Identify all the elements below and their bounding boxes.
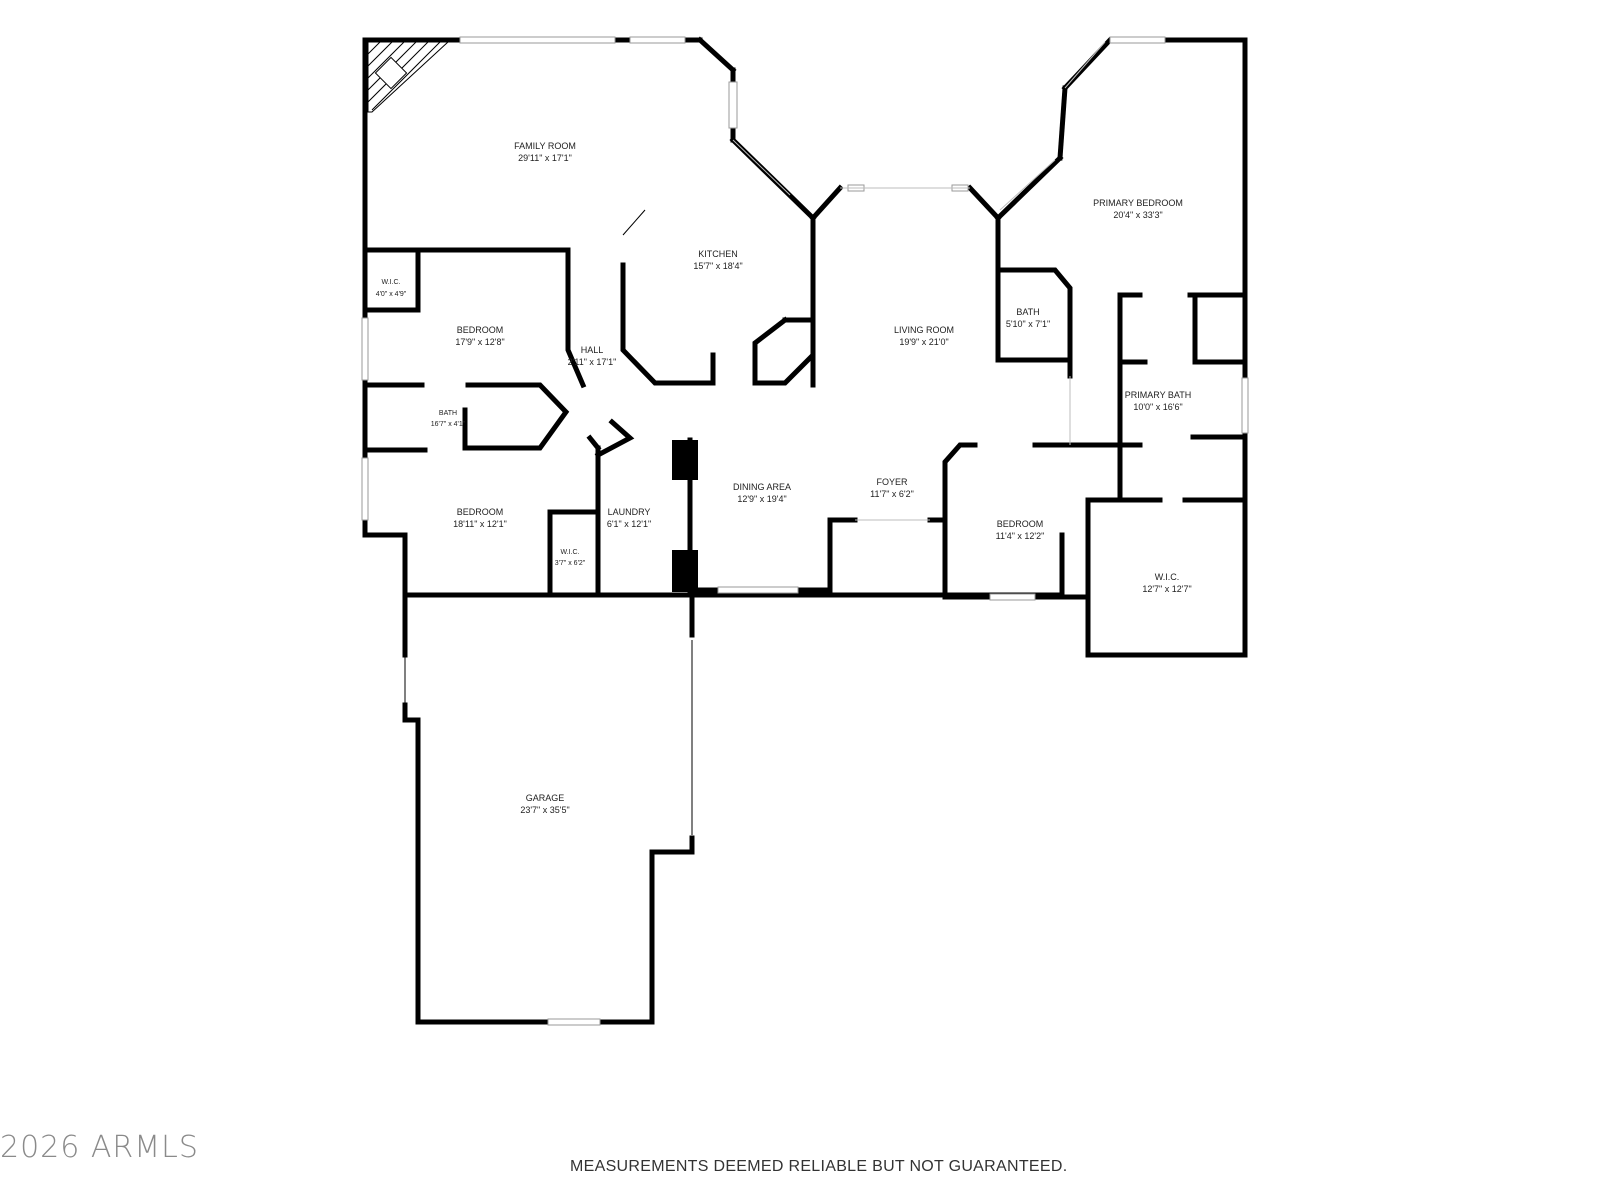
room-label-family-room: FAMILY ROOM 29'11" x 17'1"	[514, 141, 576, 163]
room-label-living-room: LIVING ROOM 19'9" x 21'0"	[894, 325, 954, 347]
room-dims: 20'4" x 33'3"	[1113, 210, 1162, 220]
room-dims: 6'1" x 12'1"	[607, 519, 651, 529]
room-name: HALL	[581, 345, 604, 355]
room-name: BEDROOM	[457, 325, 504, 335]
room-name: BEDROOM	[457, 507, 504, 517]
room-name: PRIMARY BATH	[1125, 390, 1192, 400]
room-name: KITCHEN	[698, 249, 738, 259]
room-label-hall: HALL 2'11" x 17'1"	[568, 345, 617, 367]
room-dims: 11'4" x 12'2"	[996, 531, 1045, 541]
room-label-bath-hall: BATH 16'7" x 4'1"	[431, 410, 466, 428]
room-name: BATH	[1016, 307, 1039, 317]
room-dims: 23'7" x 35'5"	[520, 805, 569, 815]
room-name: DINING AREA	[733, 482, 791, 492]
room-label-laundry: LAUNDRY 6'1" x 12'1"	[607, 507, 651, 529]
room-label-bath-primary-small: BATH 5'10" x 7'1"	[1006, 307, 1050, 329]
room-dims: 12'9" x 19'4"	[737, 494, 786, 504]
room-label-primary-bedroom: PRIMARY BEDROOM 20'4" x 33'3"	[1093, 198, 1183, 220]
room-label-bedroom-3: BEDROOM 11'4" x 12'2"	[996, 519, 1045, 541]
room-dims: 12'7" x 12'7"	[1142, 584, 1191, 594]
room-dims: 29'11" x 17'1"	[518, 153, 572, 163]
windows	[361, 36, 1249, 1026]
room-dims: 16'7" x 4'1"	[431, 421, 466, 428]
room-name: W.I.C.	[381, 279, 400, 286]
room-name: W.I.C.	[560, 549, 579, 556]
interior-walls	[362, 209, 816, 598]
room-label-foyer: FOYER 11'7" x 6'2"	[870, 477, 914, 499]
watermark: 2026 ARMLS	[0, 1130, 199, 1165]
room-name: W.I.C.	[1155, 572, 1180, 582]
cabinet-block	[672, 550, 698, 592]
room-dims: 11'7" x 6'2"	[870, 489, 914, 499]
room-name: FOYER	[876, 477, 908, 487]
room-name: FAMILY ROOM	[514, 141, 576, 151]
fireplace-icon	[367, 41, 450, 113]
room-label-dining-area: DINING AREA 12'9" x 19'4"	[733, 482, 791, 504]
room-dims: 2'11" x 17'1"	[568, 357, 617, 367]
room-label-bedroom-1: BEDROOM 17'9" x 12'8"	[455, 325, 504, 347]
room-name: LAUNDRY	[608, 507, 651, 517]
room-dims: 3'7" x 6'2"	[555, 560, 586, 567]
room-name: GARAGE	[526, 793, 565, 803]
room-label-primary-wic: W.I.C. 12'7" x 12'7"	[1142, 572, 1191, 594]
garage-walls	[402, 592, 695, 1025]
room-label-kitchen: KITCHEN 15'7" x 18'4"	[693, 249, 742, 271]
room-dims: 19'9" x 21'0"	[899, 337, 948, 347]
room-dims: 4'0" x 4'9"	[376, 291, 407, 298]
room-dims: 10'0" x 16'6"	[1133, 402, 1182, 412]
room-name: PRIMARY BEDROOM	[1093, 198, 1183, 208]
room-name: BEDROOM	[997, 519, 1044, 529]
room-label-garage: GARAGE 23'7" x 35'5"	[520, 793, 569, 815]
room-dims: 17'9" x 12'8"	[455, 337, 504, 347]
room-name: BATH	[439, 410, 457, 417]
room-label-wic-bedroom-2: W.I.C. 3'7" x 6'2"	[555, 549, 586, 567]
room-dims: 18'11" x 12'1"	[453, 519, 507, 529]
room-label-wic-small: W.I.C. 4'0" x 4'9"	[376, 279, 407, 298]
cabinet-block	[672, 440, 698, 480]
room-dims: 15'7" x 18'4"	[693, 261, 742, 271]
exterior-walls	[362, 36, 1248, 658]
room-dims: 5'10" x 7'1"	[1006, 319, 1050, 329]
room-label-bedroom-2: BEDROOM 18'11" x 12'1"	[453, 507, 507, 529]
room-name: LIVING ROOM	[894, 325, 954, 335]
disclaimer-text: MEASUREMENTS DEEMED RELIABLE BUT NOT GUA…	[570, 1158, 1068, 1175]
room-label-primary-bath: PRIMARY BATH 10'0" x 16'6"	[1125, 390, 1192, 412]
